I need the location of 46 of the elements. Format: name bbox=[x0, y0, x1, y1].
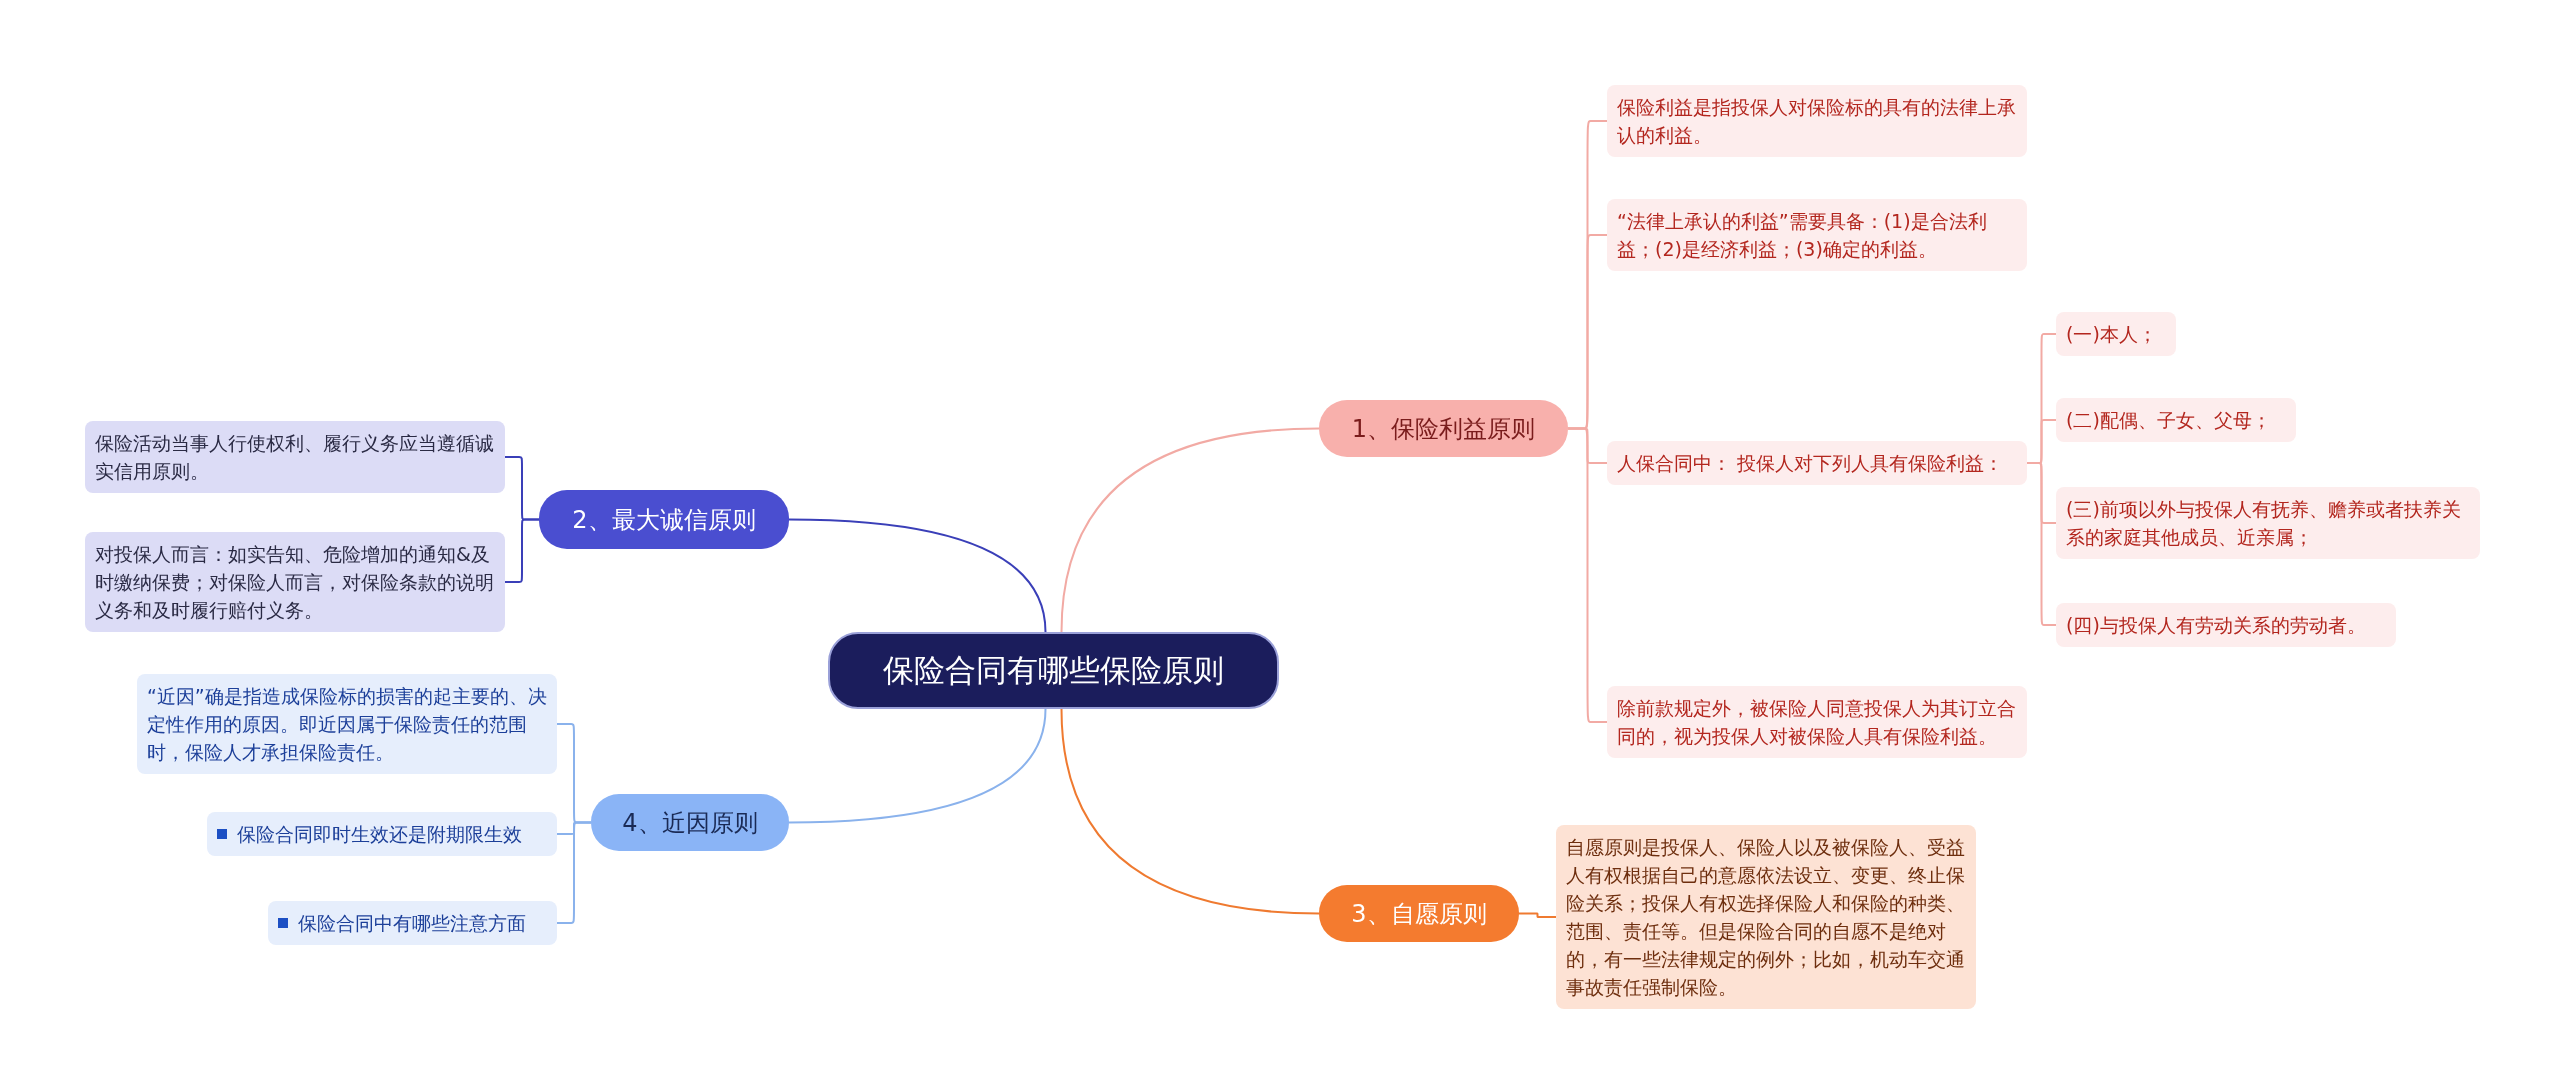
subtopic-card bbox=[207, 812, 557, 856]
subtopic-card bbox=[137, 674, 557, 774]
connector-line bbox=[1060, 427, 1320, 633]
subtopic-text: (二)配偶、子女、父母； bbox=[2066, 408, 2271, 433]
subtopic-text: (四)与投保人有劳动关系的劳动者。 bbox=[2066, 613, 2366, 638]
subtopic-card bbox=[1607, 441, 2027, 485]
connector-line bbox=[2026, 462, 2057, 626]
connector-line bbox=[1567, 427, 1608, 723]
connector-line bbox=[788, 708, 1047, 824]
subtopic-text: 自愿原则是投保人、保险人以及被保险人、受益人有权根据自己的意愿依法设立、变更、终止保险关系；投保人有权选择保险人和保险的种类、范围、责任等。但是保险合同的自愿不是绝对的，有一些法律规定的例外；比如，机动车交通事故责任强制保险。 bbox=[1566, 835, 1966, 1000]
connector-line bbox=[788, 518, 1047, 633]
subtopic-card bbox=[2056, 312, 2176, 356]
topic-text: 2、最大诚信原则 bbox=[572, 504, 756, 536]
connector-line bbox=[1518, 912, 1557, 918]
connector-line bbox=[1060, 708, 1320, 915]
subtopic-card bbox=[2056, 603, 2396, 647]
connector-line bbox=[556, 821, 592, 924]
subtopic-text: 人保合同中： 投保人对下列人具有保险利益： bbox=[1617, 451, 2004, 476]
subtopic-card bbox=[268, 901, 557, 945]
subtopic-card bbox=[85, 532, 505, 632]
topic-text: 4、近因原则 bbox=[622, 807, 758, 839]
branch-topic bbox=[591, 794, 789, 851]
central-topic bbox=[828, 632, 1279, 709]
subtopic-text: “近因”确是指造成保险标的损害的起主要的、决定性作用的原因。即近因属于保险责任的范围时，保险人才承担保险责任。 bbox=[147, 684, 547, 765]
branch-topic bbox=[1319, 400, 1568, 457]
subtopic-text: 保险利益是指投保人对保险标的具有的法律上承认的利益。 bbox=[1617, 95, 2017, 148]
branch-topic bbox=[539, 490, 789, 549]
subtopic-text: 保险合同中有哪些注意方面 bbox=[298, 911, 526, 936]
subtopic-card bbox=[1607, 85, 2027, 157]
topic-text: 1、保险利益原则 bbox=[1351, 413, 1536, 445]
subtopic-text: 保险合同即时生效还是附期限生效 bbox=[237, 822, 522, 847]
subtopic-card bbox=[1607, 686, 2027, 758]
branch-topic bbox=[1319, 885, 1519, 942]
topic-text: 保险合同有哪些保险原则 bbox=[883, 650, 1224, 690]
topic-text: 3、自愿原则 bbox=[1351, 898, 1487, 930]
subtopic-text: “法律上承认的利益”需要具备：(1)是合法利益；(2)是经济利益；(3)确定的利益。 bbox=[1617, 209, 1988, 262]
subtopic-card bbox=[2056, 487, 2480, 559]
subtopic-card bbox=[2056, 398, 2296, 442]
subtopic-text: (三)前项以外与投保人有抚养、赡养或者扶养关系的家庭其他成员、近亲属； bbox=[2066, 497, 2462, 550]
subtopic-card bbox=[85, 421, 505, 493]
subtopic-card bbox=[1607, 199, 2027, 271]
subtopic-text: 对投保人而言：如实告知、危险增加的通知&及时缴纳保费；对保险人而言，对保险条款的说明义务和及时履行赔付义务。 bbox=[95, 542, 495, 623]
subtopic-text: 保险活动当事人行使权利、履行义务应当遵循诚实信用原则。 bbox=[95, 431, 495, 484]
subtopic-text: (一)本人； bbox=[2066, 322, 2157, 347]
connector-line bbox=[504, 518, 540, 583]
subtopic-text: 除前款规定外，被保险人同意投保人为其订立合同的，视为投保人对被保险人具有保险利益。 bbox=[1617, 696, 2017, 749]
